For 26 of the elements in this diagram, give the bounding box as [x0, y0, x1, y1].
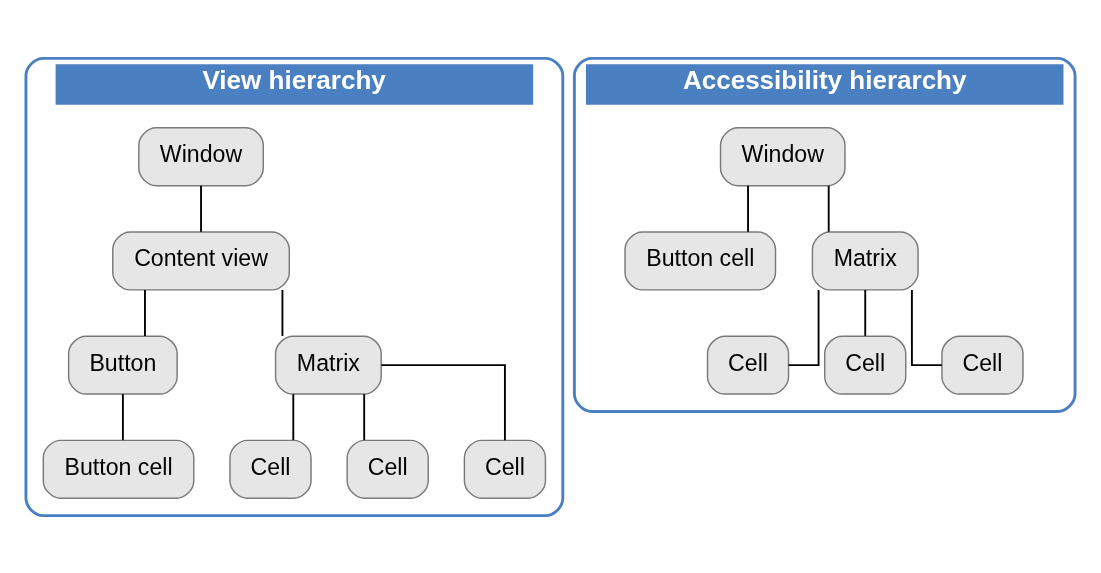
- node-box: Cell: [941, 334, 1024, 395]
- connector: [281, 288, 284, 337]
- node-box: Cell: [229, 439, 312, 499]
- node-box: Cell: [706, 334, 790, 395]
- connector: [144, 288, 146, 337]
- node-box: Button cell: [42, 439, 195, 499]
- node-box: Button: [67, 334, 178, 395]
- node-box: Cell: [346, 439, 429, 499]
- node-box: Button cell: [624, 230, 777, 291]
- connector: [292, 392, 295, 441]
- connector: [380, 363, 506, 441]
- connector: [363, 392, 366, 441]
- connector: [200, 184, 202, 233]
- node-box: Window: [138, 126, 264, 186]
- node-box: Matrix: [811, 230, 919, 291]
- node-box: Cell: [824, 334, 907, 395]
- node-box: Cell: [463, 439, 547, 499]
- connector: [864, 288, 867, 337]
- connector: [121, 392, 124, 441]
- connector: [910, 288, 943, 366]
- node-box: Content view: [112, 230, 291, 291]
- connector: [747, 184, 749, 233]
- node-box: Matrix: [274, 334, 382, 395]
- node-box: Window: [719, 126, 846, 186]
- connector: [787, 288, 820, 366]
- connector: [827, 184, 830, 233]
